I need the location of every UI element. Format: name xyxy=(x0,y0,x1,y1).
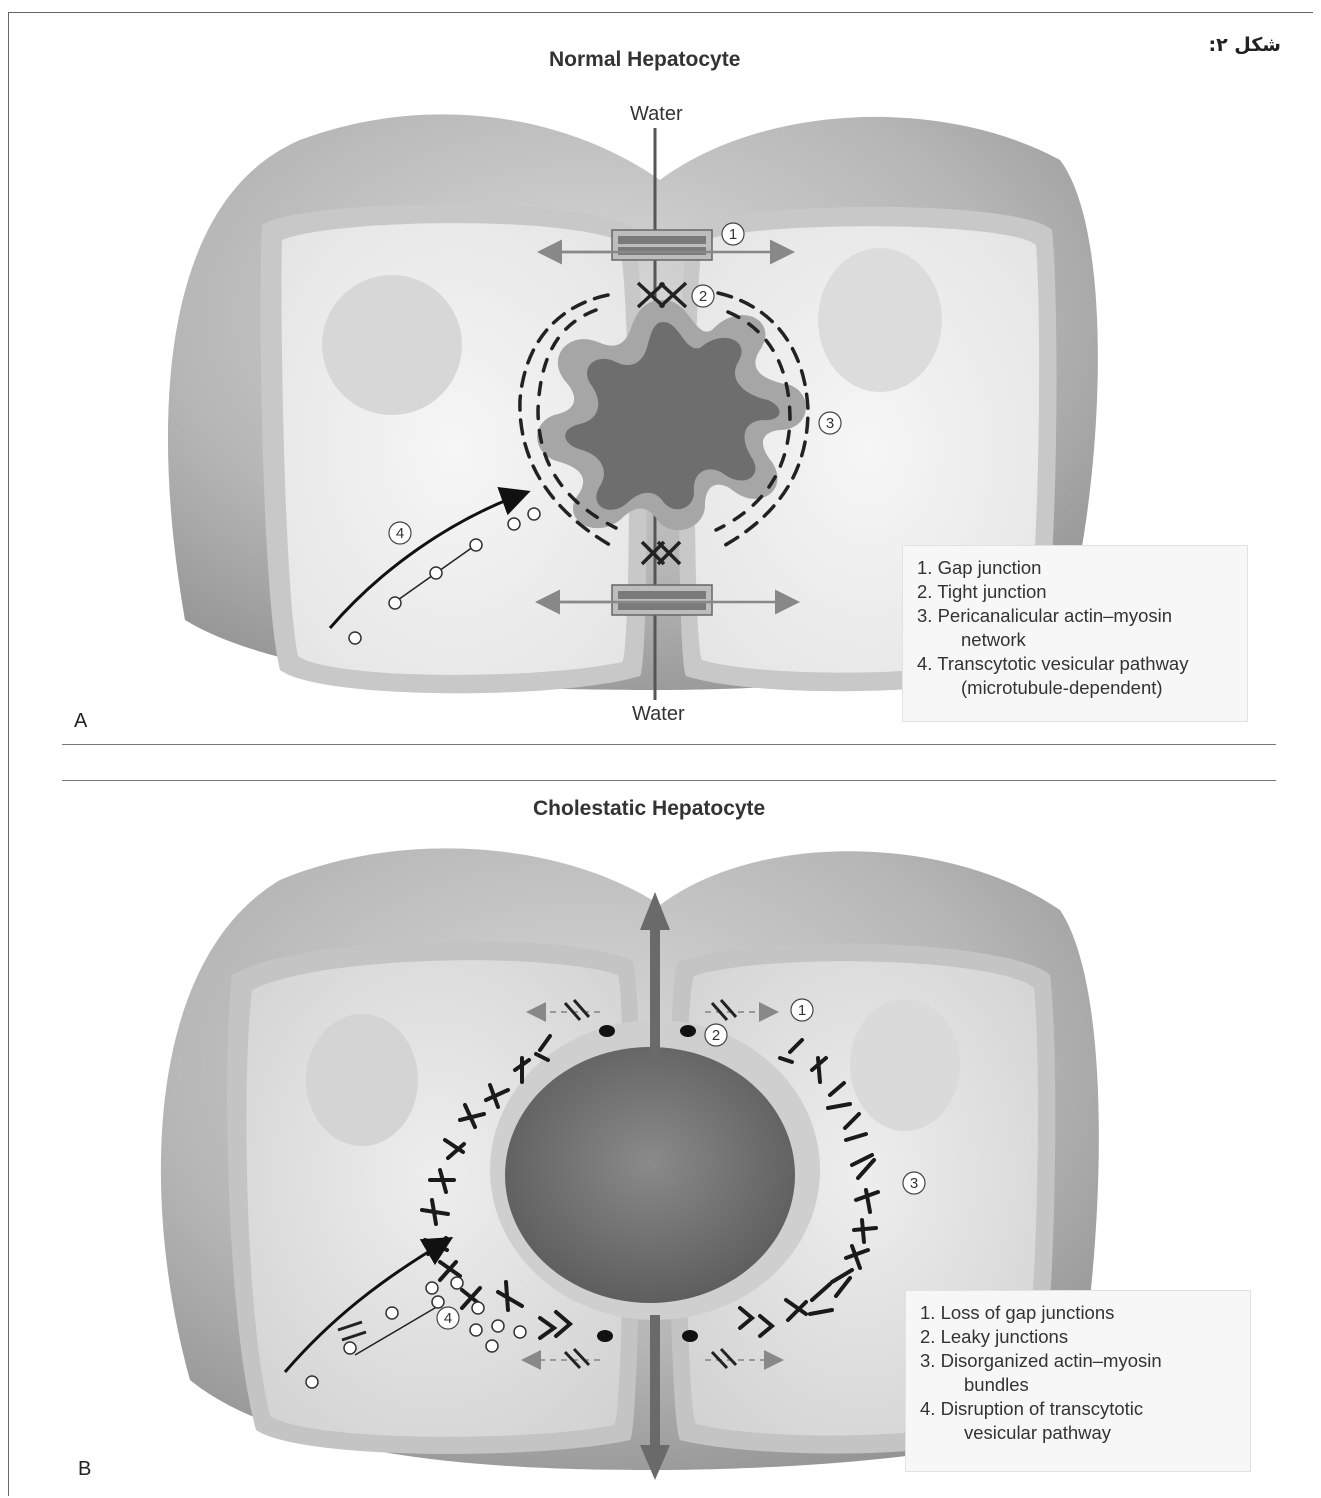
marker-3: 3 xyxy=(819,412,841,434)
svg-text:1: 1 xyxy=(729,226,737,243)
legend-item-continuation: vesicular pathway xyxy=(920,1421,1236,1445)
marker-4: 4 xyxy=(437,1307,459,1329)
legend-panel-b: 1. Loss of gap junctions 2. Leaky juncti… xyxy=(905,1290,1251,1472)
legend-item: 2. Tight junction xyxy=(917,580,1233,604)
svg-text:1: 1 xyxy=(798,1002,806,1019)
nucleus xyxy=(306,1014,418,1146)
dilated-canaliculus-lumen xyxy=(505,1047,795,1303)
legend-item: 3. Pericanalicular actin–myosin xyxy=(917,604,1233,628)
water-label-bottom: Water xyxy=(632,703,685,725)
legend-panel-a: 1. Gap junction 2. Tight junction 3. Per… xyxy=(902,545,1248,722)
legend-item-continuation: (microtubule-dependent) xyxy=(917,676,1233,700)
legend-item: 3. Disorganized actin–myosin xyxy=(920,1349,1236,1373)
gap-junction-top xyxy=(612,230,712,260)
marker-4: 4 xyxy=(389,522,411,544)
legend-item: 2. Leaky junctions xyxy=(920,1325,1236,1349)
svg-text:2: 2 xyxy=(712,1027,720,1044)
svg-text:4: 4 xyxy=(444,1310,452,1327)
water-label-top: Water xyxy=(630,103,683,125)
legend-item: 4. Transcytotic vesicular pathway xyxy=(917,652,1233,676)
nucleus xyxy=(818,248,942,392)
legend-item: 1. Loss of gap junctions xyxy=(920,1301,1236,1325)
svg-text:2: 2 xyxy=(699,288,707,305)
marker-1: 1 xyxy=(722,223,744,245)
legend-item: 1. Gap junction xyxy=(917,556,1233,580)
nucleus xyxy=(322,275,462,415)
nucleus xyxy=(850,999,960,1131)
gap-junction-bottom xyxy=(612,585,712,615)
marker-1: 1 xyxy=(791,999,813,1021)
marker-2: 2 xyxy=(692,285,714,307)
marker-2: 2 xyxy=(705,1024,727,1046)
svg-text:4: 4 xyxy=(396,525,404,542)
svg-text:3: 3 xyxy=(910,1175,918,1192)
legend-item-continuation: network xyxy=(917,628,1233,652)
marker-3: 3 xyxy=(903,1172,925,1194)
svg-text:3: 3 xyxy=(826,415,834,432)
legend-item-continuation: bundles xyxy=(920,1373,1236,1397)
legend-item: 4. Disruption of transcytotic xyxy=(920,1397,1236,1421)
